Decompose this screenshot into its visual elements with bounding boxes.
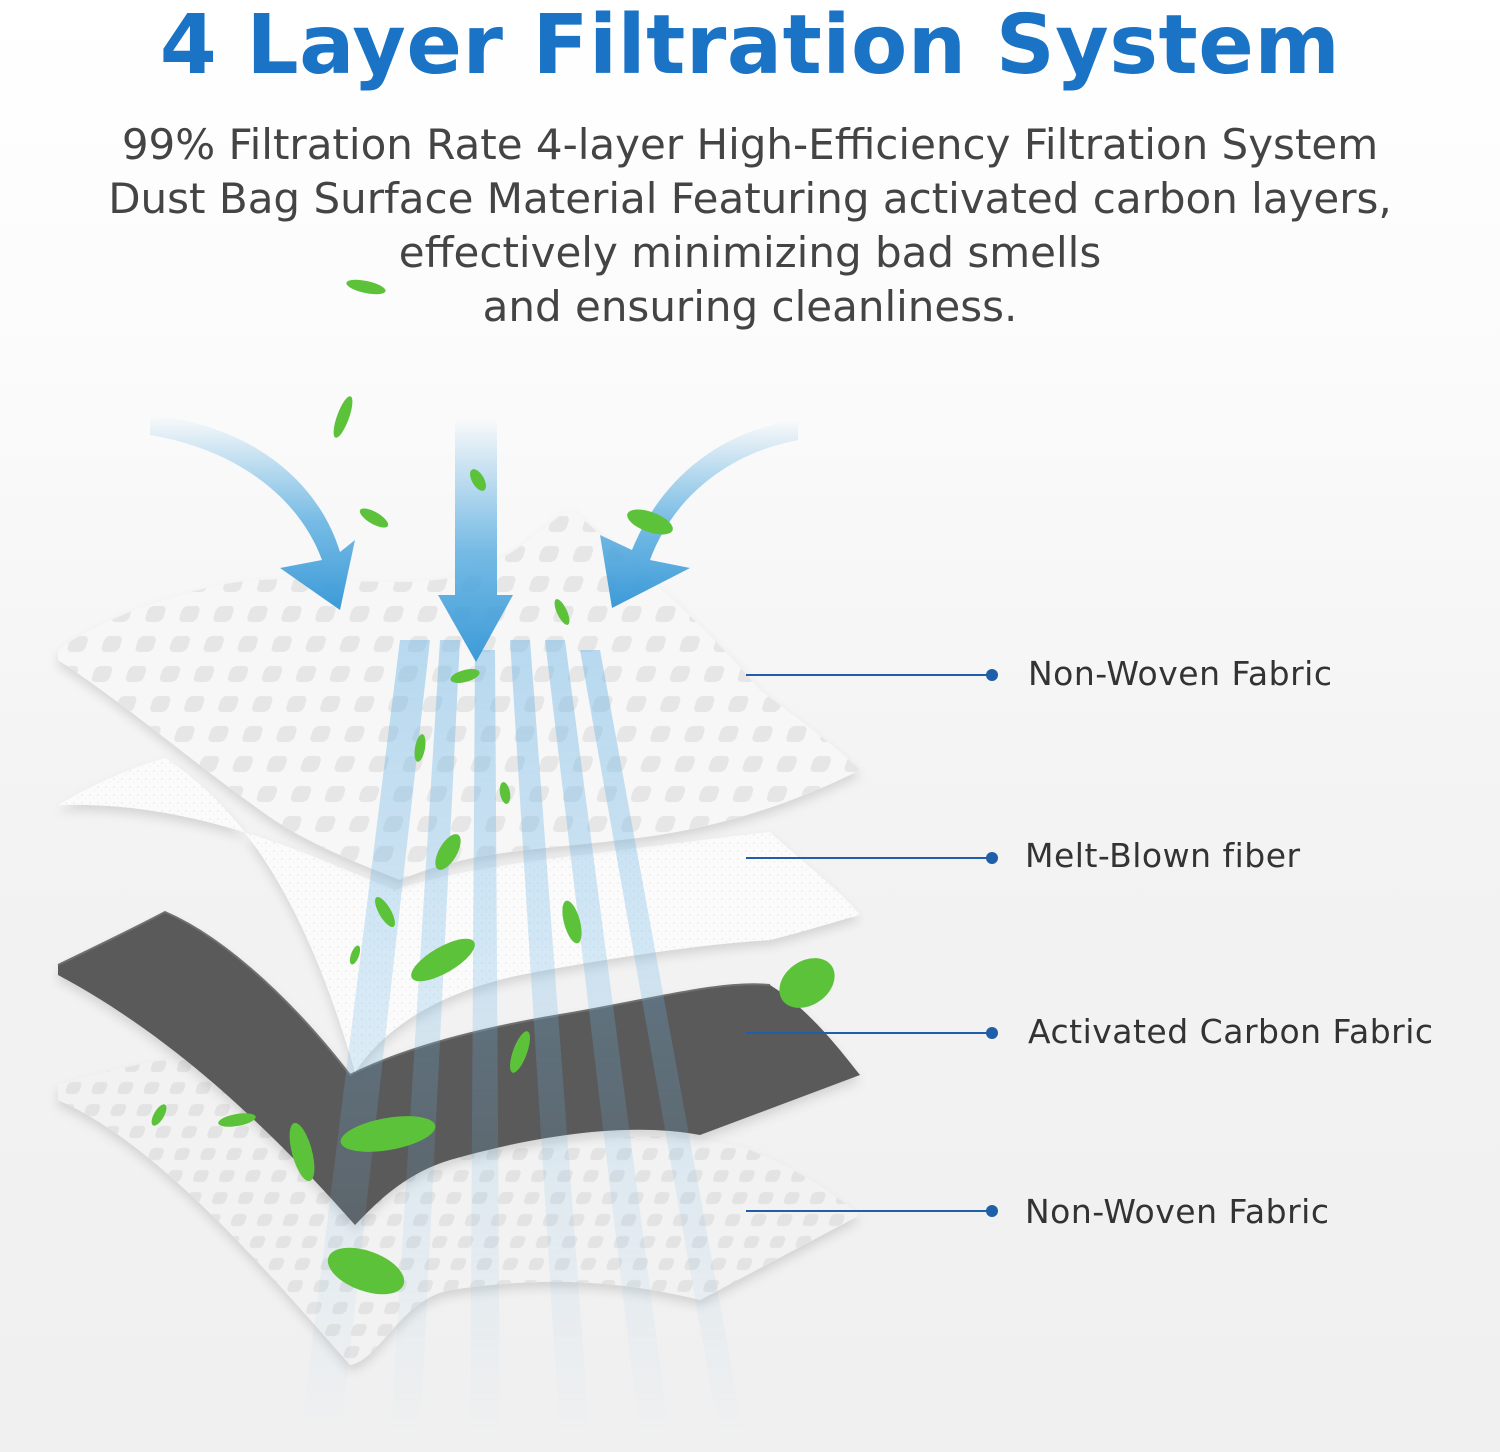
leader-line <box>746 1027 998 1039</box>
leader-line <box>746 852 998 864</box>
layer-label-activated-carbon: Activated Carbon Fabric <box>1028 1012 1434 1051</box>
layer-bottom-non-woven <box>58 1054 860 1365</box>
leader-line <box>746 669 998 681</box>
leaf-icon <box>151 279 835 1295</box>
leader-line <box>746 1205 998 1217</box>
description-line: 99% Filtration Rate 4-layer High-Efficie… <box>121 120 1379 169</box>
page-title: 4 Layer Filtration System <box>159 0 1341 93</box>
layer-label-melt-blown: Melt-Blown fiber <box>1025 836 1301 875</box>
airflow-arrow-icon <box>150 415 355 610</box>
airflow-arrow-icon <box>600 420 798 608</box>
airflow-beams <box>300 640 745 1440</box>
description-line: and ensuring cleanliness. <box>482 282 1018 331</box>
layer-label-non-woven-top: Non-Woven Fabric <box>1028 654 1333 693</box>
description: 99% Filtration Rate 4-layer High-Efficie… <box>60 118 1440 334</box>
description-line: effectively minimizing bad smells <box>398 228 1102 277</box>
layer-melt-blown <box>58 758 860 1072</box>
layer-label-non-woven-bottom: Non-Woven Fabric <box>1025 1192 1330 1231</box>
description-line: Dust Bag Surface Material Featuring acti… <box>108 174 1392 223</box>
airflow-arrow-icon <box>438 418 513 662</box>
layer-top-non-woven <box>58 508 860 880</box>
